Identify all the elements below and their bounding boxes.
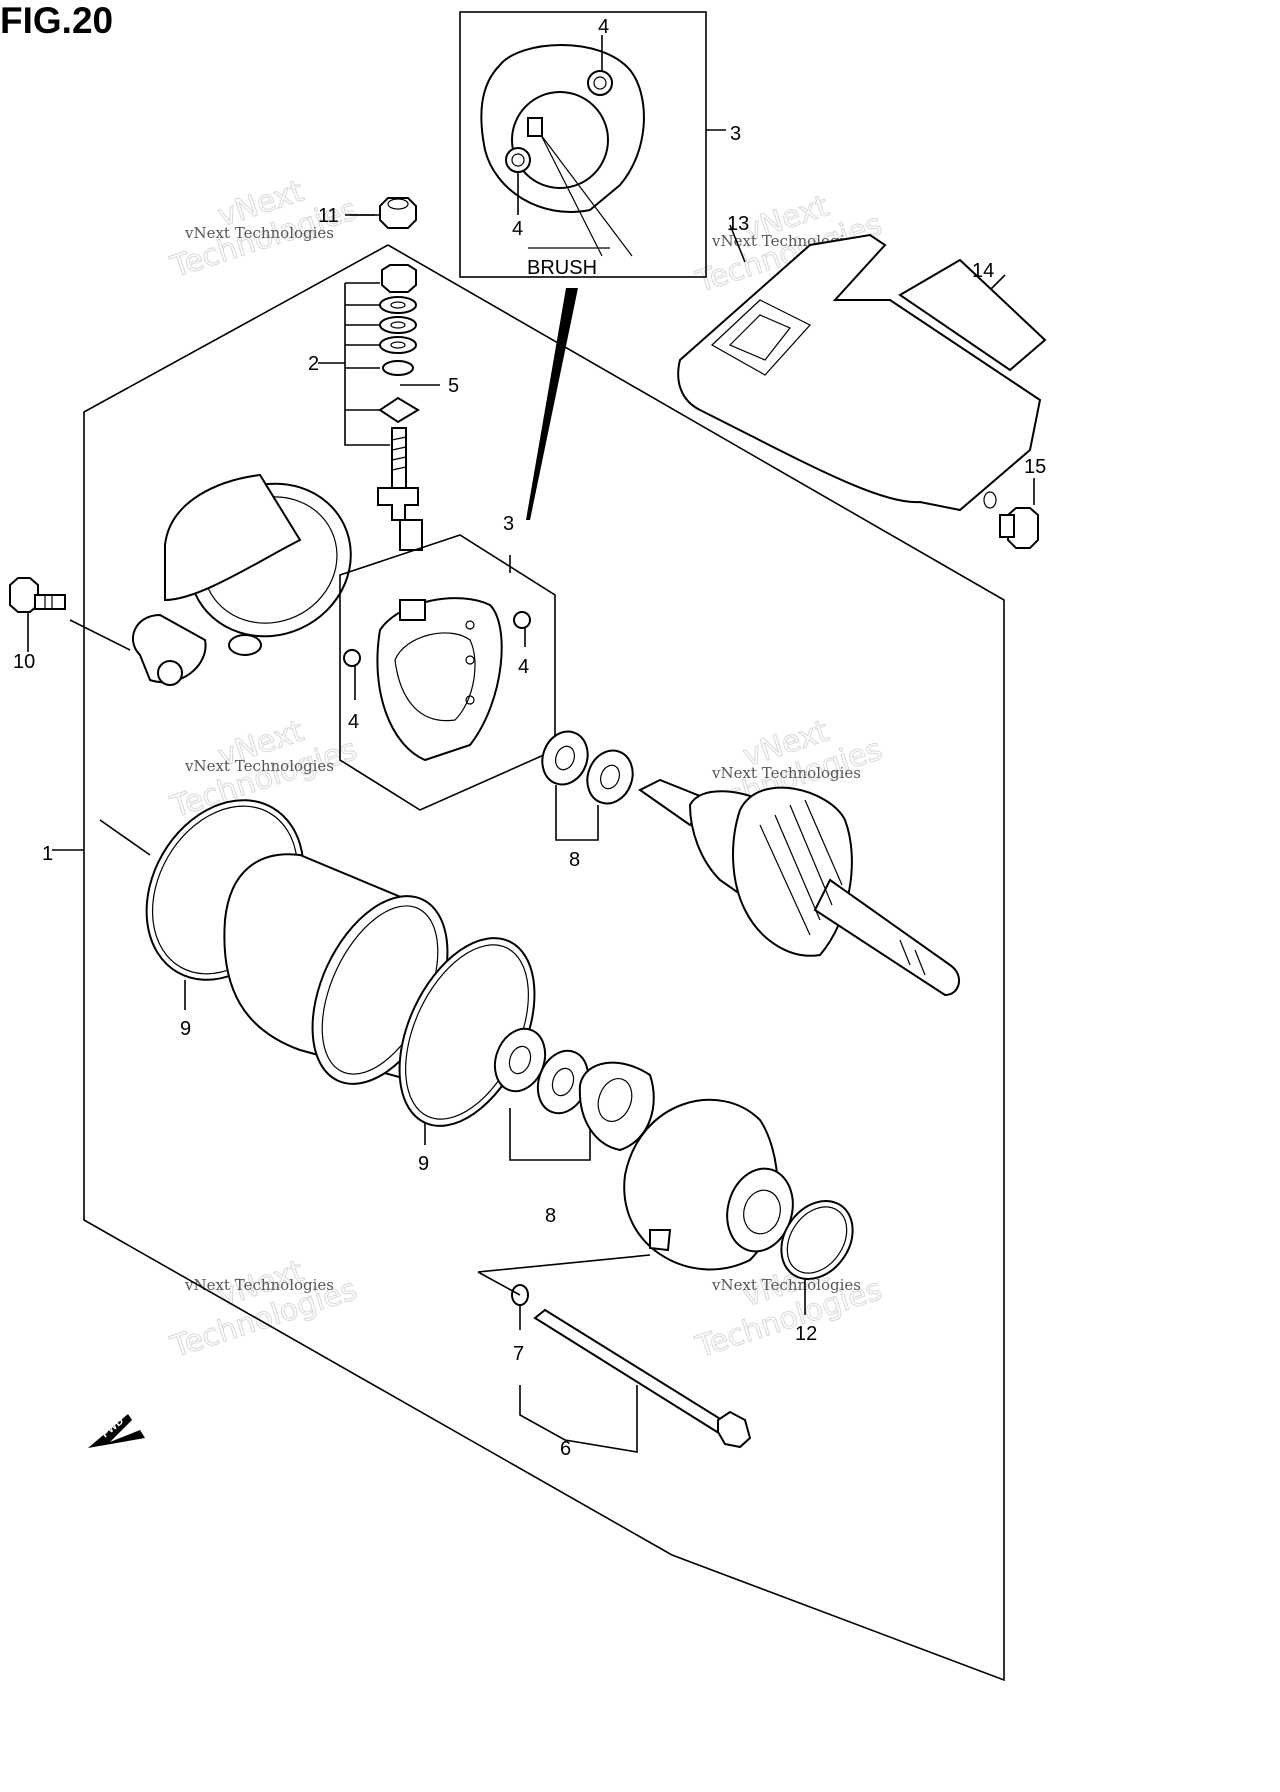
callout-12: 11: [318, 205, 339, 227]
armature: [638, 778, 960, 997]
figure-title: FIG.20: [0, 0, 114, 41]
fwd-arrow-icon: FWD: [88, 1414, 145, 1448]
long-bolt-part-6: [533, 1308, 752, 1449]
callout-numbers: 4 4 3 11 2 5 10 3 4 4 8 1 9 9 8 7 6 12 1…: [13, 16, 1046, 1460]
washers-part-8-upper: [541, 730, 634, 805]
bolt-part-15: [999, 507, 1039, 549]
callout-4: 4: [512, 218, 523, 240]
callout-5: 5: [448, 375, 459, 397]
brush-inset-box: [459, 11, 707, 278]
rear-cover: [131, 473, 352, 686]
callout-10: 12: [795, 1323, 817, 1345]
callout-8: 8: [569, 849, 580, 871]
starter-cover-part-13: [677, 233, 1042, 512]
callout-2: 2: [308, 353, 319, 375]
callout-6: 6: [560, 1438, 571, 1460]
label-plate-part-14: [898, 258, 1047, 372]
watermark-small: vNext Technologies: [184, 757, 334, 775]
leader-line-bolt: [477, 1254, 651, 1273]
watermark-small: vNext Technologies: [184, 1276, 334, 1294]
bolt-part-11: [9, 577, 66, 613]
callout-15: 15: [1024, 456, 1046, 478]
callout-lines: [27, 35, 1035, 1453]
callout-14: 14: [972, 260, 994, 282]
bracket-plate: [578, 1061, 655, 1152]
brush-plate-part-3: [343, 597, 531, 762]
callout-3: 3: [503, 513, 514, 535]
callout-4: 4: [598, 16, 609, 38]
watermark-small: vNext Technologies: [711, 1276, 861, 1294]
washers-part-8-lower: [493, 1027, 590, 1115]
terminal-hardware-part-2: [377, 264, 423, 551]
nut-part-12: [379, 197, 417, 229]
leader-line-bolt-2: [477, 1271, 521, 1296]
inset-pointer: [526, 288, 578, 520]
brush-label: BRUSH: [527, 257, 597, 279]
callout-1: 1: [42, 843, 53, 865]
callout-7: 7: [513, 1343, 524, 1365]
brush-holder-detail: [480, 44, 645, 257]
watermark-small: vNext Technologies: [711, 764, 861, 782]
callout-4: 4: [348, 711, 359, 733]
assembly-outline: [83, 244, 1005, 1682]
callout-4: 4: [518, 656, 529, 678]
callout-13: 13: [727, 213, 749, 235]
callout-11: 10: [13, 651, 35, 673]
front-housing: [623, 1098, 794, 1271]
callout-9: 9: [418, 1153, 429, 1175]
watermark-small: vNext Technologies: [184, 224, 334, 242]
callout-8: 8: [545, 1205, 556, 1227]
callout-9: 9: [180, 1018, 191, 1040]
callout-3: 3: [730, 123, 741, 145]
